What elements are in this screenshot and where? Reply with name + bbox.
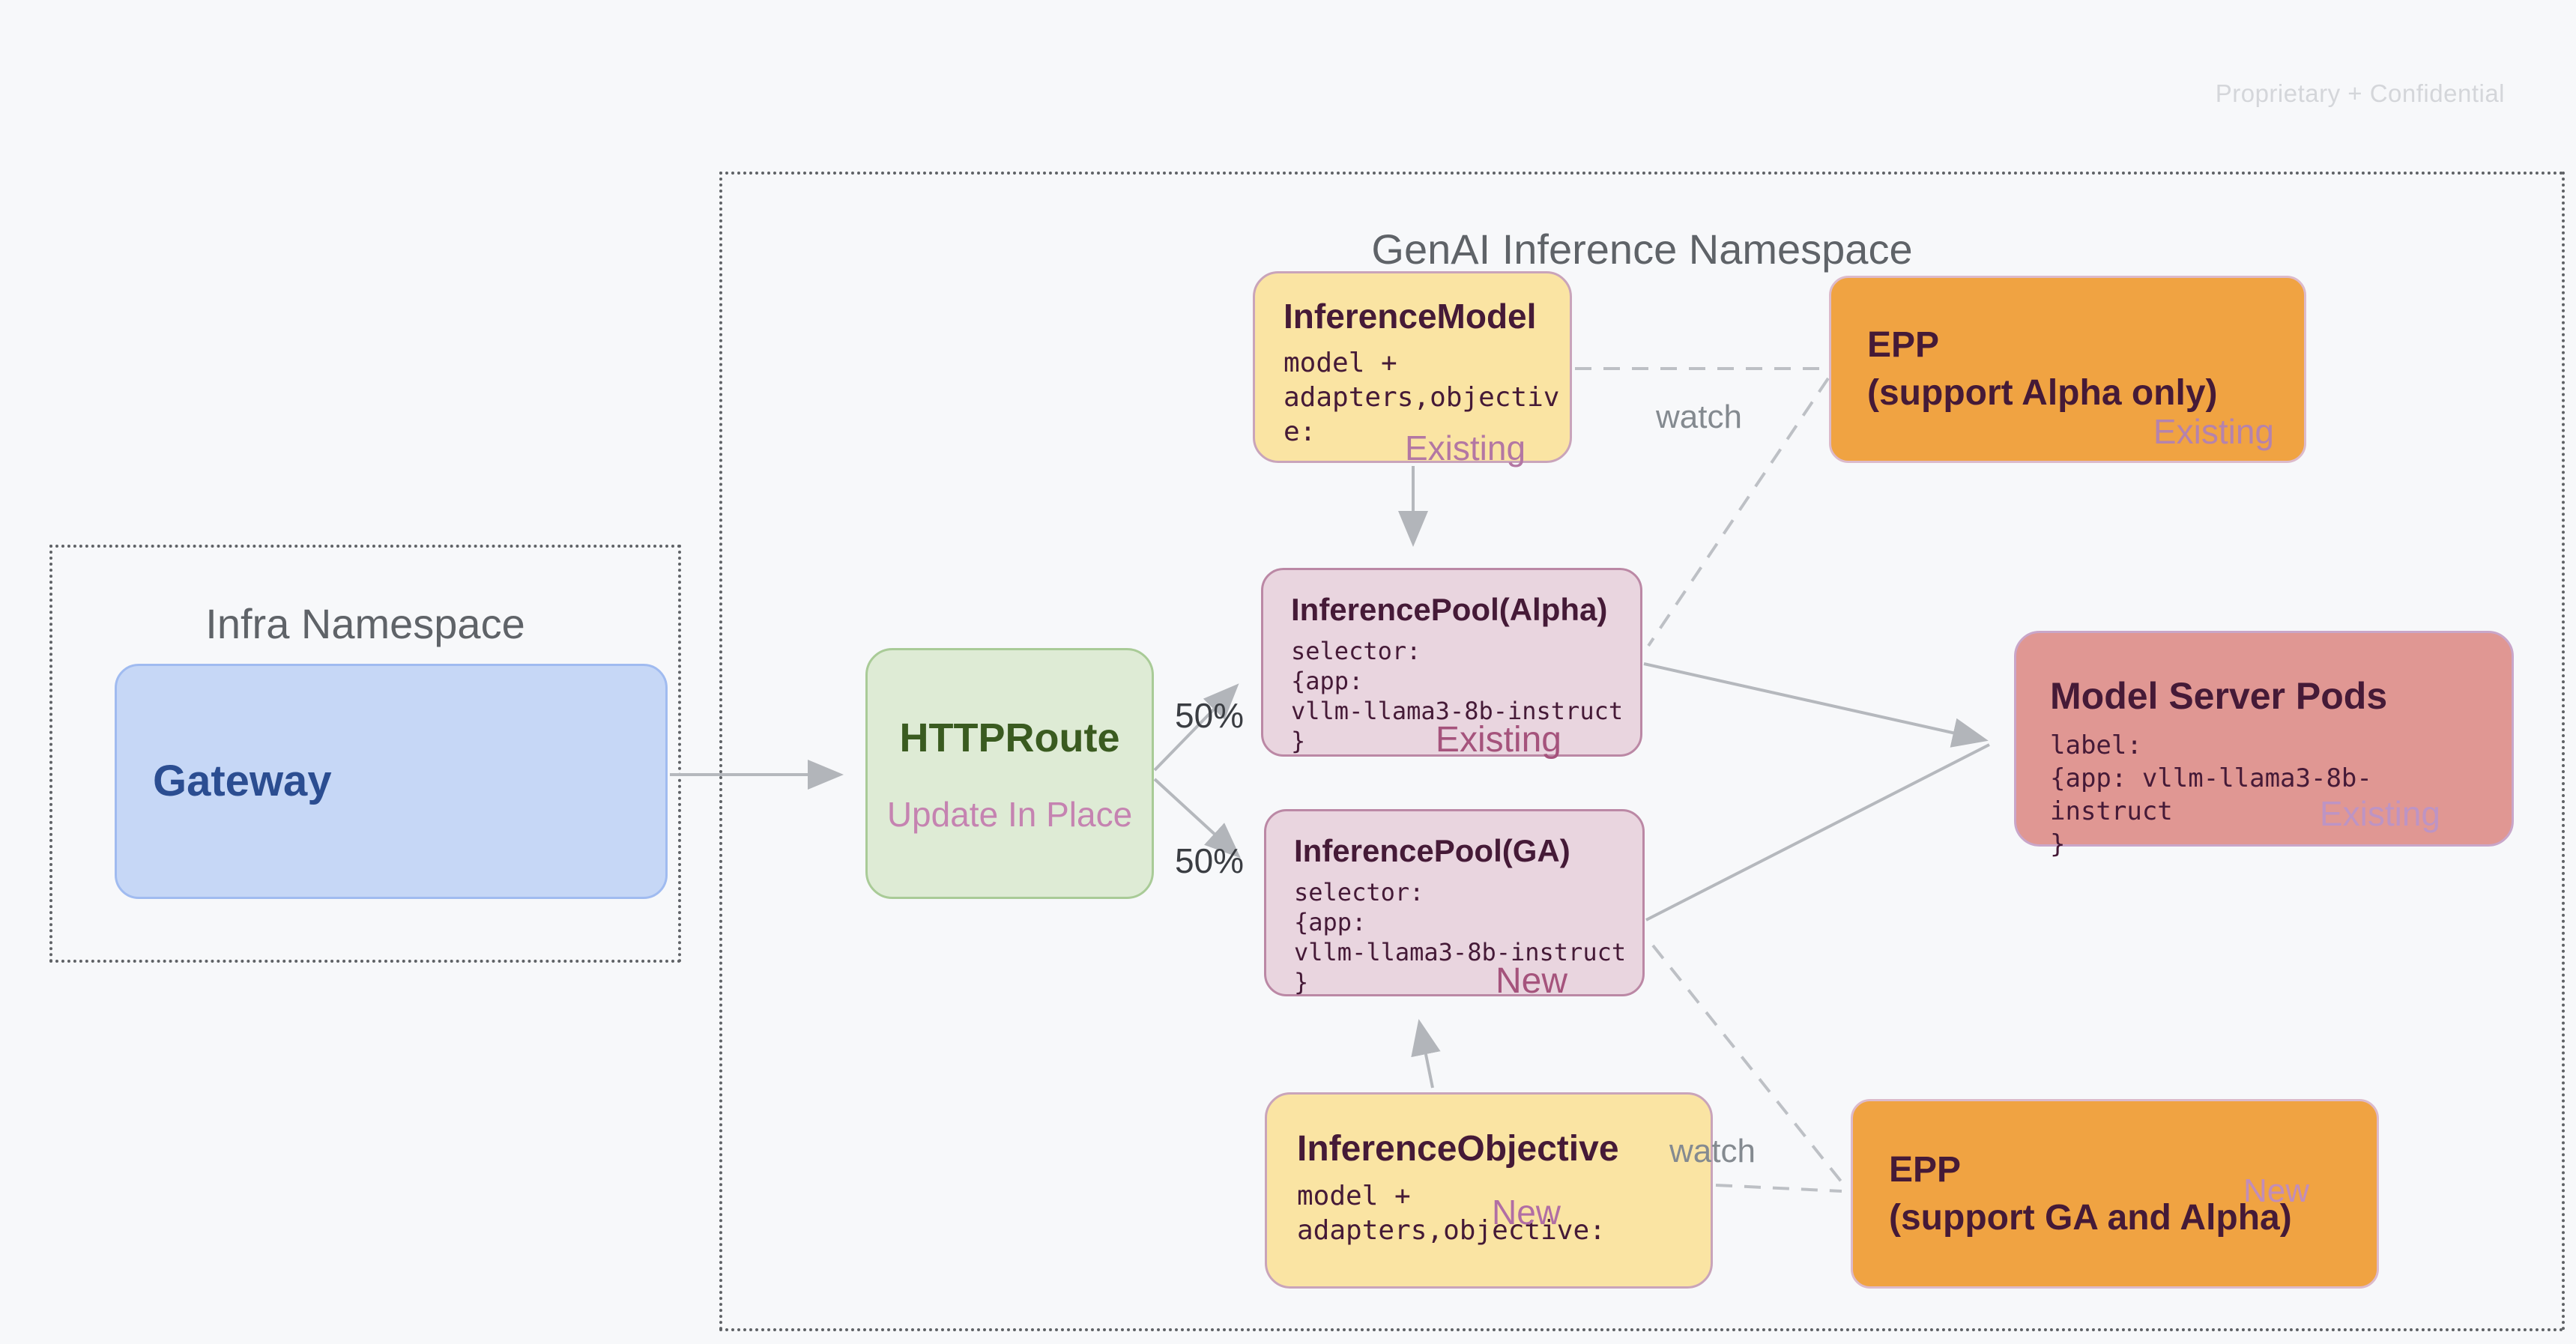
genai-namespace-title: GenAI Inference Namespace [1371,225,1913,273]
epp-ga-title: EPP (support GA and Alpha) [1889,1149,2292,1238]
inference-pool-alpha-code: selector: {app: vllm-llama3-8b-instruct … [1291,636,1624,755]
inference-model-status-tag: Existing [1405,429,1526,467]
inference-pool-ga-title: InferencePool(GA) [1294,833,1570,868]
gateway-node[interactable]: Gateway [115,664,668,899]
inference-objective-status-tag: New [1492,1193,1561,1232]
inference-pool-ga-status-tag: New [1495,961,1567,1001]
traffic-split-label-top: 50% [1175,696,1245,735]
inference-pool-ga-code: selector: {app: vllm-llama3-8b-instruct … [1294,877,1627,996]
httproute-title: HTTPRoute [899,715,1120,760]
epp-alpha-status-tag: Existing [2153,412,2274,451]
httproute-subtitle: Update In Place [886,795,1133,835]
inference-objective-title: InferenceObjective [1297,1129,1619,1169]
httproute-node[interactable]: HTTPRoute Update In Place [865,648,1154,899]
model-server-pods-title: Model Server Pods [2050,675,2388,717]
genai-namespace-container[interactable] [719,172,2565,1331]
inference-model-code: model + adapters,objective: [1284,347,1560,447]
traffic-split-label-bottom: 50% [1175,841,1245,880]
epp-ga-node[interactable]: EPP (support GA and Alpha) New [1851,1099,2379,1289]
epp-alpha-title: EPP (support Alpha only) [1867,325,2218,413]
inference-objective-code: model + adapters,objective: [1297,1181,1606,1247]
epp-ga-status-tag: New [2243,1172,2309,1209]
watch-label-bottom: watch [1669,1133,1756,1169]
epp-alpha-node[interactable]: EPP (support Alpha only) Existing [1829,276,2306,463]
infra-namespace-title: Infra Namespace [205,600,525,647]
inference-pool-ga-node[interactable]: InferencePool(GA) selector: {app: vllm-l… [1264,809,1645,1001]
infra-namespace-container[interactable] [49,545,681,963]
gateway-title: Gateway [153,756,332,805]
inference-pool-alpha-title: InferencePool(Alpha) [1291,592,1608,627]
model-server-pods-node[interactable]: Model Server Pods label: {app: vllm-llam… [2014,631,2514,859]
inference-objective-node[interactable]: InferenceObjective model + adapters,obje… [1265,1092,1713,1289]
inference-pool-alpha-status-tag: Existing [1435,720,1561,760]
watch-label-top: watch [1656,399,1742,435]
watermark-text: Proprietary + Confidential [2215,79,2505,107]
inference-model-title: InferenceModel [1284,297,1537,336]
model-server-pods-status-tag: Existing [2319,794,2440,833]
inference-model-node[interactable]: InferenceModel model + adapters,objectiv… [1253,271,1572,467]
model-server-pods-code: label: {app: vllm-llama3-8b-instruct } [2050,730,2372,859]
inference-pool-alpha-node[interactable]: InferencePool(Alpha) selector: {app: vll… [1261,568,1642,760]
